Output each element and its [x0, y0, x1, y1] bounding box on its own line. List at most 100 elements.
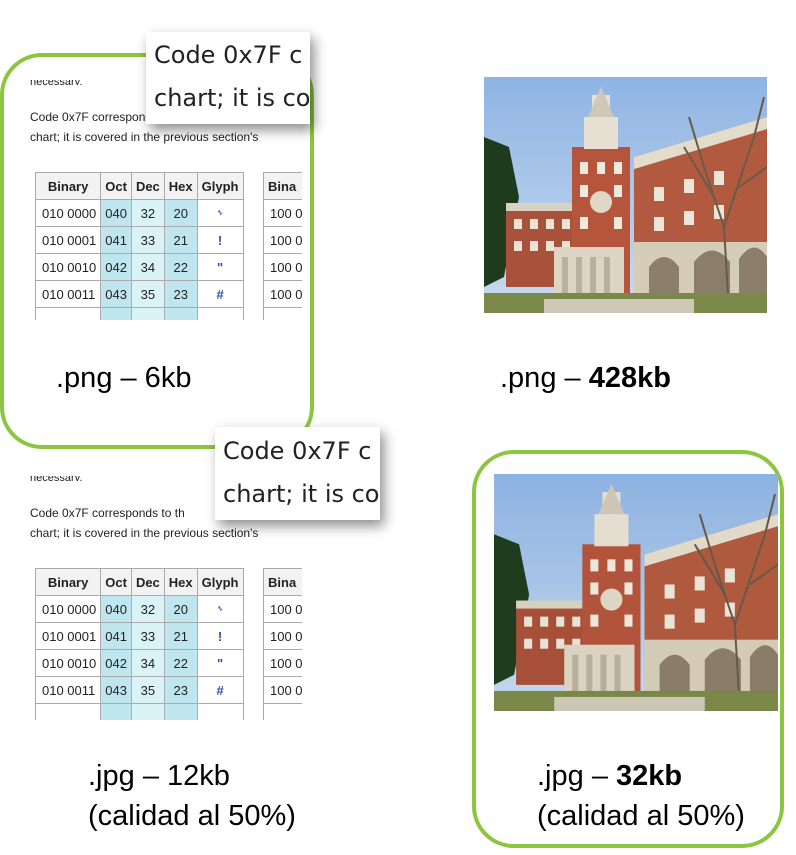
cell-dec: 33: [130, 622, 165, 650]
col-header-binary: Binary: [34, 568, 102, 596]
caption-jpg-photo-size: 32kb: [616, 760, 683, 792]
caption-png-photo-size: 428kb: [588, 362, 671, 394]
building-photo-svg: [484, 77, 767, 313]
cell-glyph: ␠: [196, 199, 244, 227]
cell-hex-cut: [163, 703, 198, 720]
cell-glyph: #: [196, 676, 244, 704]
cell-hex: 22: [163, 649, 198, 677]
col-header-binary: Binary: [34, 172, 102, 200]
cell-glyph-cut: [196, 307, 244, 320]
zoom-line-1: Code 0x7F c: [154, 41, 303, 69]
cell-dec-cut: [130, 307, 165, 320]
table-header-row: Binary Oct Dec Hex Glyph: [34, 172, 244, 200]
cell-binary-2: 100 0: [263, 253, 302, 281]
zoom-callout-jpg: Code 0x7F c chart; it is co: [215, 427, 380, 520]
cell-hex: 20: [163, 595, 198, 623]
cell-binary: 010 0011: [34, 676, 102, 704]
building-photo-jpg: [494, 474, 778, 711]
caption-jpg-text: .jpg – 12kb (calidad al 50%): [88, 756, 296, 836]
table-row-cut: [34, 307, 244, 320]
cell-dec: 35: [130, 280, 165, 308]
caption-jpg-text-line2: (calidad al 50%): [88, 800, 296, 832]
table-row: 010 0001 041 33 21 !: [34, 622, 244, 650]
cell-dec: 35: [130, 676, 165, 704]
ascii-table-second: Bina 100 0 100 0 100 0 100 0: [263, 568, 302, 720]
cell-binary-2-cut: [263, 703, 302, 720]
cell-hex: 23: [163, 676, 198, 704]
cell-binary-2: 100 0: [263, 676, 302, 704]
table-row: 010 0000 040 32 20 ␠: [34, 199, 244, 227]
ascii-panel-png: necessary. Code 0x7F corresponds to th c…: [30, 80, 302, 320]
table-row: 010 0010 042 34 22 ": [34, 649, 244, 677]
cell-dec: 34: [130, 649, 165, 677]
cell-oct: 042: [100, 253, 132, 281]
cell-binary-cut: [34, 703, 102, 720]
cell-binary: 010 0001: [34, 226, 102, 254]
cell-binary: 010 0001: [34, 622, 102, 650]
table-row: 010 0010 042 34 22 ": [34, 253, 244, 281]
building-photo-png: [484, 77, 767, 313]
ascii-table: Binary Oct Dec Hex Glyph 010 0000 040 32…: [34, 568, 244, 720]
cell-dec: 34: [130, 253, 165, 281]
cut-off-text: necessary.: [30, 476, 302, 481]
highlight-frame-jpg-photo: [472, 450, 784, 848]
cell-binary-2-cut: [263, 307, 302, 320]
caption-jpg-photo: .jpg – 32kb (calidad al 50%): [537, 756, 745, 836]
cell-binary: 010 0010: [34, 649, 102, 677]
cell-glyph: !: [196, 622, 244, 650]
cell-hex: 21: [163, 622, 198, 650]
cell-binary-2: 100 0: [263, 622, 302, 650]
cell-oct: 040: [100, 199, 132, 227]
cell-oct: 043: [100, 676, 132, 704]
caption-jpg-photo-prefix: .jpg –: [537, 760, 616, 792]
zoom-line-1: Code 0x7F c: [223, 437, 372, 465]
zoom-callout-png: Code 0x7F c chart; it is co: [146, 32, 310, 124]
building-photo-svg: [494, 474, 778, 711]
cell-glyph-cut: [196, 703, 244, 720]
cell-hex: 23: [163, 280, 198, 308]
cell-glyph: ": [196, 649, 244, 677]
cell-binary-2: 100 0: [263, 280, 302, 308]
cell-glyph: ": [196, 253, 244, 281]
zoom-line-2: chart; it is co: [223, 480, 380, 508]
table-row: 010 0011 043 35 23 #: [34, 280, 244, 308]
table-row: 010 0000 040 32 20 ␠: [34, 595, 244, 623]
cell-oct-cut: [100, 307, 132, 320]
cell-binary: 010 0011: [34, 280, 102, 308]
caption-jpg-photo-line1: .jpg – 32kb: [537, 756, 745, 796]
col-header-oct: Oct: [100, 172, 132, 200]
cell-binary-cut: [34, 307, 102, 320]
cell-glyph: #: [196, 280, 244, 308]
cell-binary-2: 100 0: [263, 199, 302, 227]
paragraph-line-2: chart; it is covered in the previous sec…: [30, 130, 259, 144]
ascii-panel-jpg: necessary. Code 0x7F corresponds to th c…: [30, 476, 302, 720]
col-header-hex: Hex: [163, 172, 198, 200]
col-header-dec: Dec: [130, 172, 165, 200]
caption-png-text-label: .png – 6kb: [56, 362, 192, 394]
cell-oct: 041: [100, 622, 132, 650]
col-header-hex: Hex: [163, 568, 198, 596]
col-header-glyph: Glyph: [196, 172, 244, 200]
cell-glyph: !: [196, 226, 244, 254]
cell-binary: 010 0000: [34, 595, 102, 623]
cut-off-text: necessary.: [30, 80, 302, 85]
table-row: 010 0001 041 33 21 !: [34, 226, 244, 254]
caption-png-text: .png – 6kb: [56, 358, 191, 398]
cell-binary: 010 0010: [34, 253, 102, 281]
cell-dec: 32: [130, 199, 165, 227]
cell-oct: 043: [100, 280, 132, 308]
paragraph-line-1: Code 0x7F corresponds to th: [30, 506, 185, 520]
col-header-binary-2: Bina: [263, 172, 302, 200]
caption-jpg-photo-line2: (calidad al 50%): [537, 800, 745, 832]
cell-hex: 20: [163, 199, 198, 227]
cell-dec: 33: [130, 226, 165, 254]
col-header-glyph: Glyph: [196, 568, 244, 596]
table-header-row: Binary Oct Dec Hex Glyph: [34, 568, 244, 596]
caption-png-photo-prefix: .png –: [500, 362, 589, 394]
cell-binary-2: 100 0: [263, 649, 302, 677]
cell-binary-2: 100 0: [263, 595, 302, 623]
col-header-binary-2: Bina: [263, 568, 302, 596]
table-row: 010 0011 043 35 23 #: [34, 676, 244, 704]
cell-oct: 041: [100, 226, 132, 254]
cell-oct: 040: [100, 595, 132, 623]
